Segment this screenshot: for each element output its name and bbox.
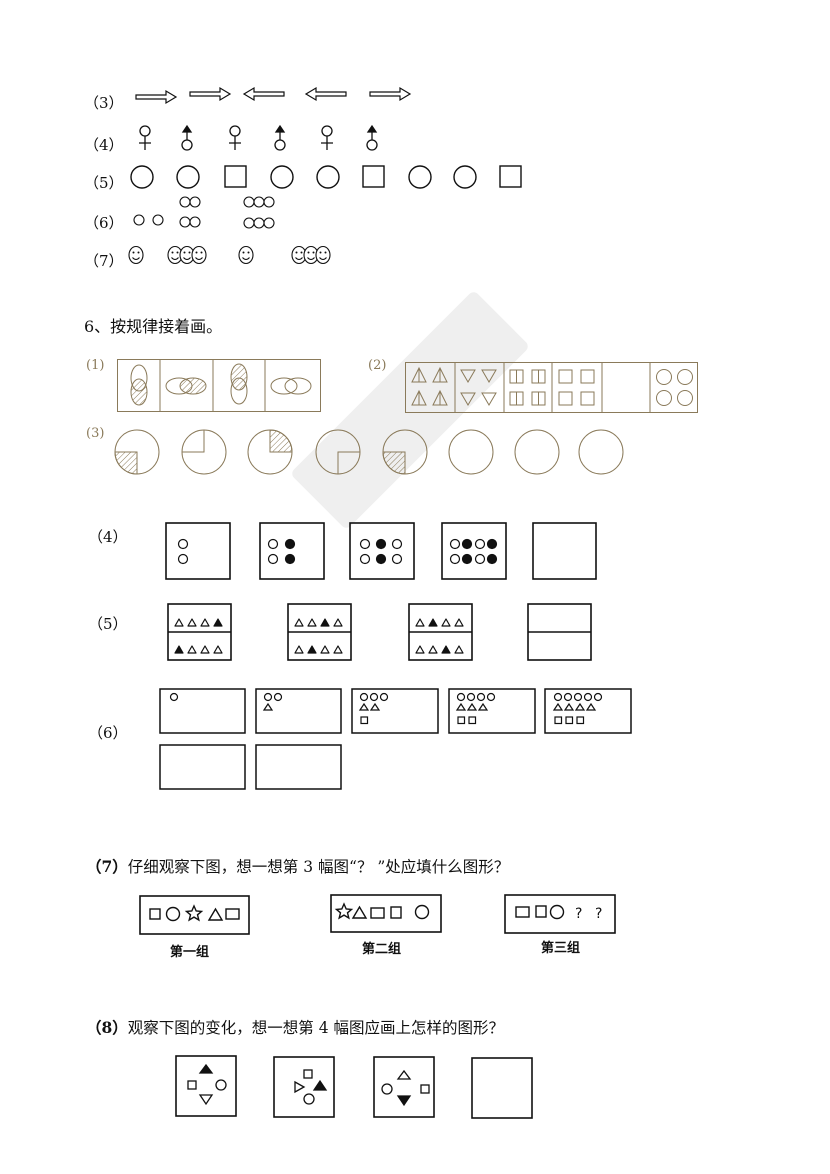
- q4-label: （4）: [88, 528, 128, 546]
- q8-question: （8）观察下图的变化，想一想第 4 幅图应画上怎样的图形？: [86, 1016, 504, 1038]
- smiley-icon: [238, 245, 254, 265]
- row-label-4: （4）: [84, 136, 124, 154]
- arrow-sequence: [135, 86, 412, 105]
- q6-label: （6）: [88, 724, 128, 742]
- q8-rotation-panels: [175, 1055, 533, 1119]
- gender-symbol-sequence: [139, 124, 378, 151]
- group-caption-2: 第二组: [362, 942, 402, 957]
- group-caption-1: 第一组: [170, 945, 210, 960]
- row-label-7: （7）: [84, 252, 124, 270]
- row-label-3: （3）: [84, 94, 124, 112]
- row-label-6: （6）: [84, 214, 124, 232]
- circle-icon: [176, 165, 200, 189]
- male-icon: [366, 124, 378, 151]
- circle-count-sequence: [133, 196, 275, 229]
- q7-question: （7）仔细观察下图，想一想第 3 幅图“？ ”处应填什么图形？: [86, 855, 509, 877]
- q7-group-boxes: ? ?: [139, 894, 616, 935]
- female-icon: [321, 125, 333, 150]
- male-icon: [181, 124, 193, 151]
- circle-icon: [316, 165, 340, 189]
- triangle-row-panels: [167, 603, 592, 661]
- square-icon: [224, 165, 247, 188]
- q8-label: （8）: [86, 1018, 128, 1037]
- dot-grid-panels: [165, 522, 597, 580]
- circle-icon: [270, 165, 294, 189]
- male-icon: [274, 124, 286, 151]
- arrow-right-icon: [189, 86, 232, 102]
- q3-label: (3): [86, 426, 105, 441]
- arrow-right-icon: [369, 86, 412, 102]
- circle-icon: [408, 165, 432, 189]
- square-icon: [362, 165, 385, 188]
- q7-label: （7）: [86, 857, 128, 876]
- q2-label: (2): [368, 358, 387, 373]
- circle-square-sequence: [130, 165, 522, 189]
- arrow-left-icon: [304, 86, 347, 102]
- q7-text: 仔细观察下图，想一想第 3 幅图“？ ”处应填什么图形？: [127, 858, 510, 876]
- smiley-icon: [128, 245, 144, 265]
- shape-group-panels: [405, 362, 698, 413]
- q8-text: 观察下图的变化，想一想第 4 幅图应画上怎样的图形？: [127, 1019, 505, 1037]
- row-label-5: （5）: [84, 174, 124, 192]
- section-6-title: 6、按规律接着画。: [84, 317, 223, 336]
- female-icon: [229, 125, 241, 150]
- unknown-mark: ?: [575, 906, 582, 922]
- smiley-sequence: [128, 245, 331, 265]
- square-icon: [499, 165, 522, 188]
- arrow-left-icon: [242, 86, 285, 102]
- circle-icon: [130, 165, 154, 189]
- unknown-mark: ?: [595, 906, 602, 922]
- q1-label: (1): [86, 358, 105, 373]
- group-caption-3: 第三组: [541, 941, 581, 956]
- q5-label: （5）: [88, 615, 128, 633]
- female-icon: [139, 125, 151, 150]
- ellipse-panels: [117, 359, 321, 412]
- arrow-right-icon: [135, 89, 178, 105]
- growing-shape-panels: [159, 688, 632, 790]
- circle-icon: [453, 165, 477, 189]
- quarter-circle-sequence: [114, 429, 624, 475]
